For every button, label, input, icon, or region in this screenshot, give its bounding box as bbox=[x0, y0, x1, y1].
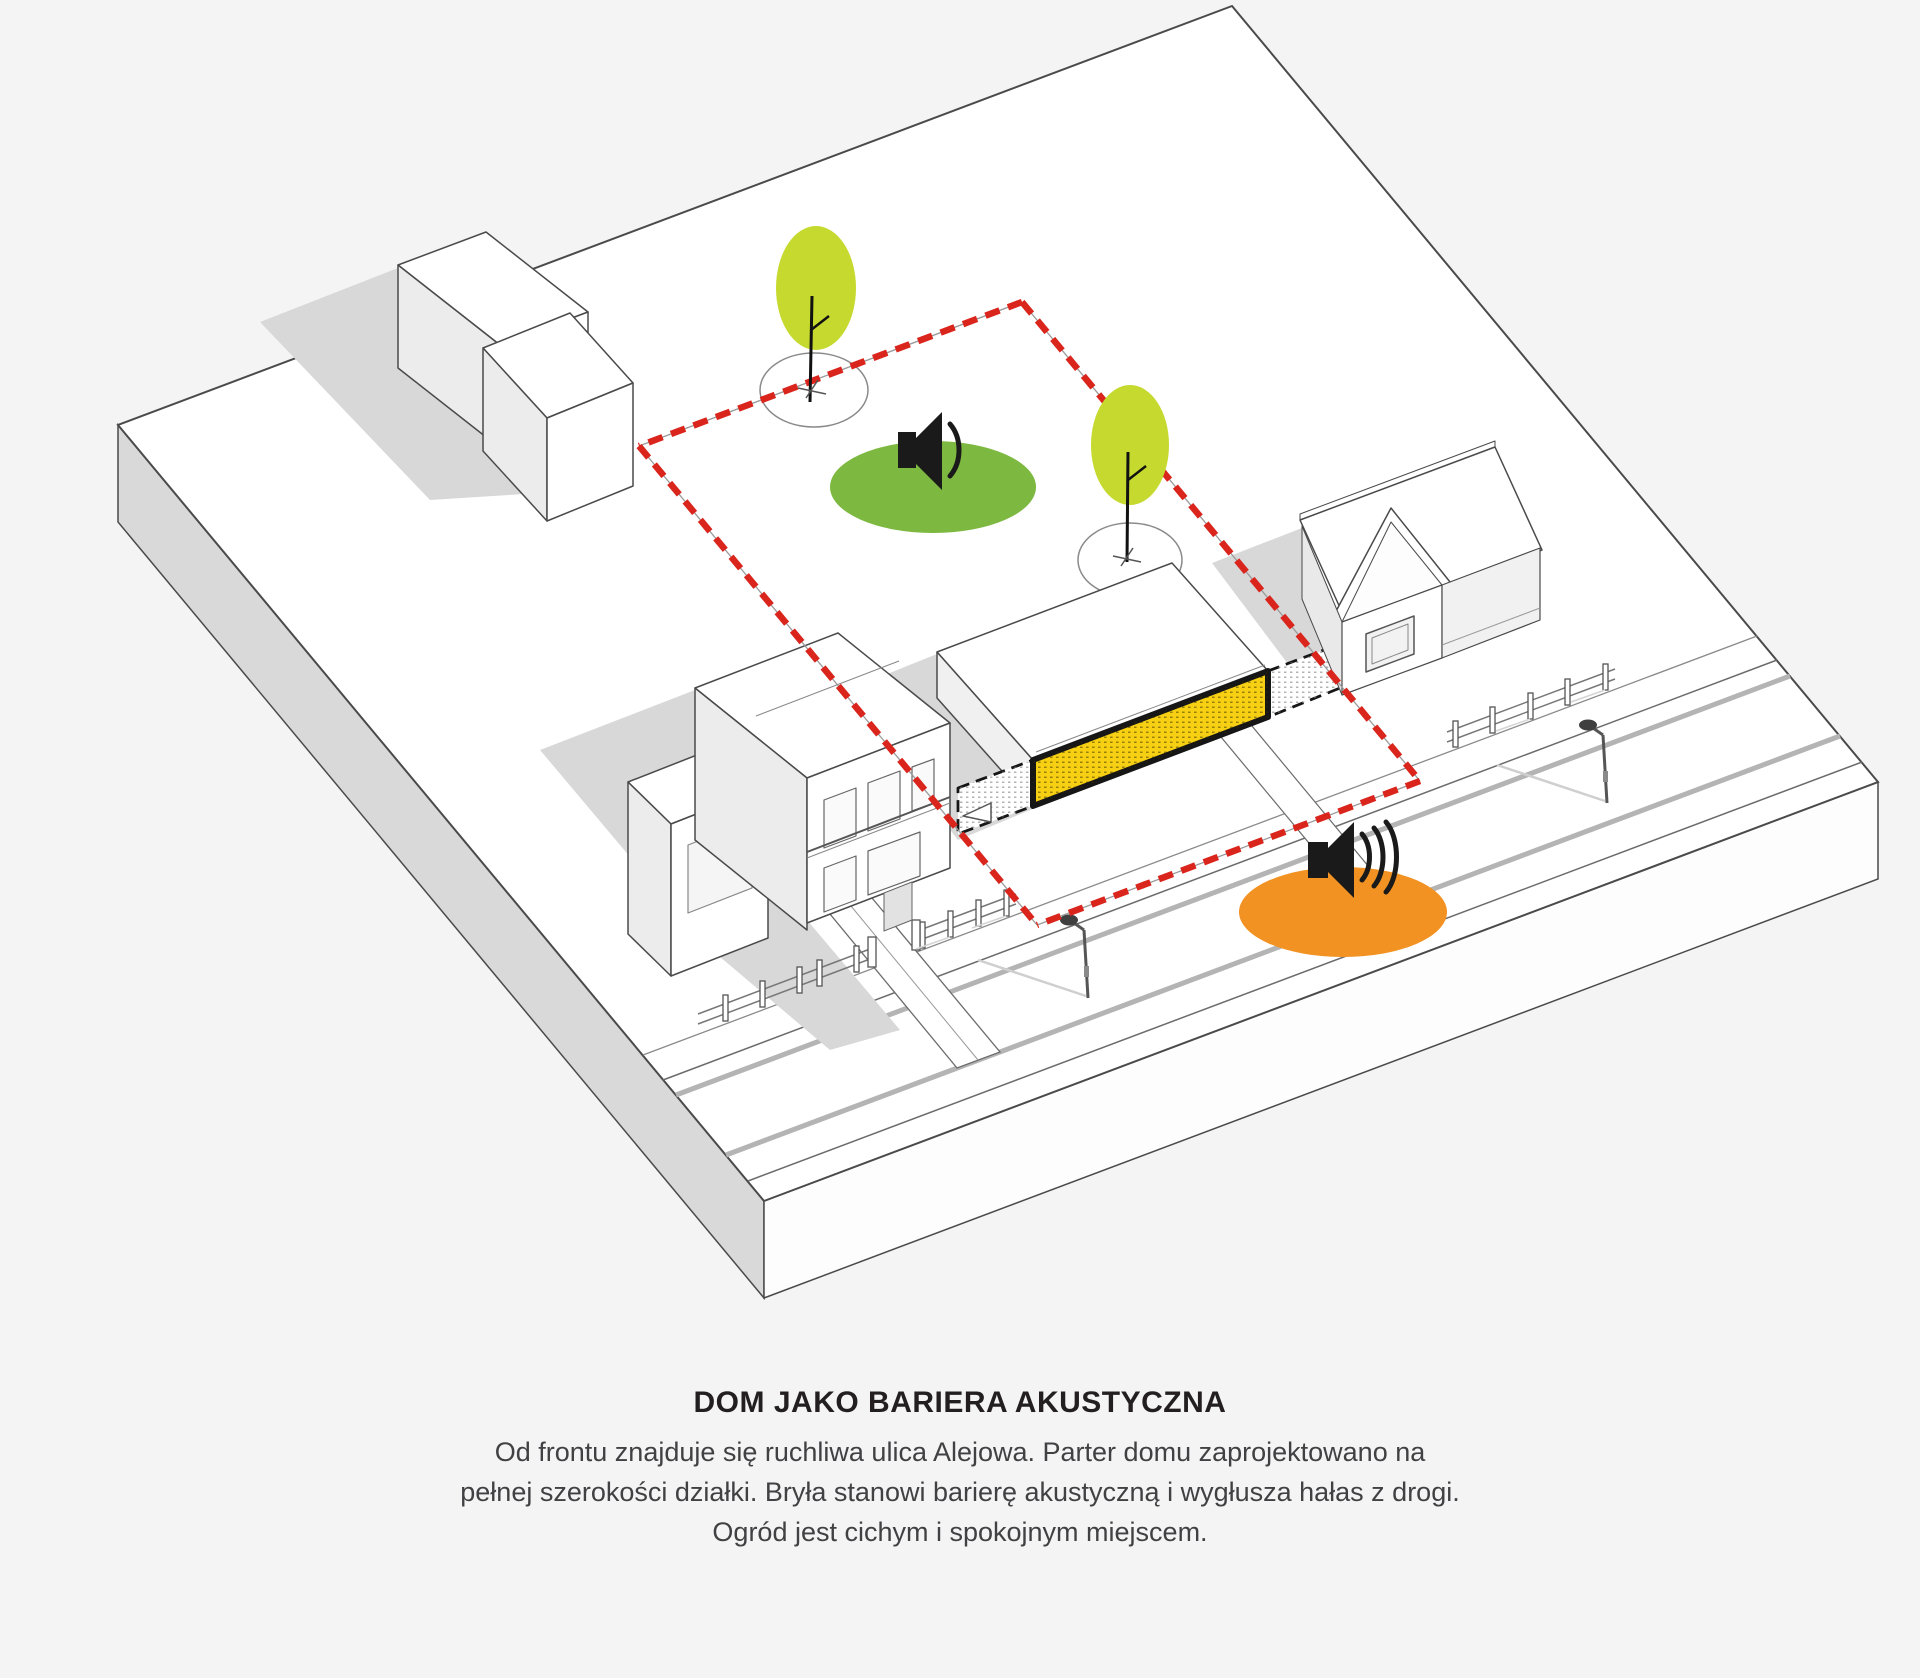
central-house bbox=[936, 562, 1347, 836]
balcony-slab-lower bbox=[806, 802, 951, 859]
trees bbox=[776, 226, 1169, 567]
lamp-arm bbox=[1592, 726, 1604, 737]
base-mark bbox=[1112, 555, 1142, 563]
lamp-joint bbox=[1603, 771, 1608, 782]
caption-line-2: pełnej szerokości działki. Bryła stanowi… bbox=[460, 1477, 1460, 1507]
plate-top-surface bbox=[116, 4, 1880, 1203]
window-outer bbox=[1365, 615, 1415, 673]
fence-left-section bbox=[697, 889, 1017, 1025]
tree-2-icon bbox=[1091, 385, 1169, 567]
fence-posts bbox=[722, 889, 1010, 1022]
boundary-dashes bbox=[636, 298, 1423, 929]
boundary-edge-back bbox=[637, 298, 1024, 450]
noise-zone bbox=[1239, 819, 1447, 957]
right-neighbor-house bbox=[1299, 440, 1543, 696]
noise-speaker-icon bbox=[1308, 819, 1399, 898]
garage-boxes bbox=[397, 231, 634, 522]
lamp-pole bbox=[1082, 929, 1090, 999]
window-inner bbox=[1371, 623, 1409, 665]
caption-block: DOM JAKO BARIERA AKUSTYCZNA Od frontu zn… bbox=[0, 1386, 1920, 1552]
tree-1-base-circle bbox=[759, 352, 869, 428]
boundary-edge-left bbox=[636, 443, 1040, 928]
tree-branch bbox=[810, 315, 830, 331]
lamp-pole bbox=[1601, 734, 1609, 804]
main-left-wall bbox=[694, 687, 808, 931]
boundary-edge-right bbox=[1019, 299, 1423, 784]
noise-zone-ellipse bbox=[1239, 867, 1447, 957]
sidewalk-edge-near bbox=[747, 761, 1863, 1182]
wall-band-line bbox=[1441, 607, 1541, 646]
street-lamps bbox=[977, 719, 1609, 999]
fence-posts bbox=[1452, 663, 1609, 748]
fence-right-section bbox=[1446, 663, 1616, 748]
lamp-shadow bbox=[1496, 763, 1606, 803]
base-mark bbox=[805, 379, 819, 399]
tree-1-icon bbox=[776, 226, 856, 403]
street-lamp-2 bbox=[1496, 719, 1609, 804]
acoustic-barrier-hatch bbox=[1033, 671, 1268, 806]
quiet-zone-ellipse bbox=[830, 441, 1036, 533]
lamp-head-icon bbox=[1579, 719, 1597, 731]
lamp-shadow bbox=[977, 958, 1087, 998]
balcony-slab bbox=[806, 796, 951, 853]
lamp-head-icon bbox=[1060, 914, 1078, 926]
base-mark bbox=[1120, 547, 1134, 567]
quiet-speaker-icon bbox=[898, 412, 962, 490]
lamp-arm bbox=[1073, 921, 1085, 932]
tree-canopy bbox=[776, 226, 856, 350]
roof-ridge-line bbox=[755, 660, 900, 717]
barrier-extension-right-hatch bbox=[1268, 642, 1345, 717]
right-wall bbox=[1441, 547, 1541, 659]
quiet-zone bbox=[830, 412, 1036, 533]
box2-front-wall bbox=[546, 382, 634, 522]
caption-title: DOM JAKO BARIERA AKUSTYCZNA bbox=[693, 1386, 1227, 1419]
lamp-joint bbox=[1084, 966, 1089, 977]
driveway-seam bbox=[850, 905, 979, 1061]
tree-trunk bbox=[1125, 451, 1130, 563]
fences bbox=[697, 663, 1616, 1025]
property-boundary bbox=[636, 298, 1423, 929]
tree-branch bbox=[1127, 465, 1147, 481]
boundary-edge-front bbox=[1035, 777, 1422, 929]
caption-line-3: Ogród jest cichym i spokojnym miejscem. bbox=[712, 1517, 1208, 1547]
fence-post-shadows bbox=[915, 689, 1606, 950]
caption-line-1: Od frontu znajduje się ruchliwa ulica Al… bbox=[494, 1437, 1426, 1467]
tree-canopy bbox=[1091, 385, 1169, 505]
street-lamp-1 bbox=[977, 914, 1090, 999]
tree-trunk bbox=[808, 295, 814, 403]
roof-eave-line bbox=[1035, 664, 1266, 753]
base-mark bbox=[797, 387, 827, 395]
survey-triangle-mark bbox=[962, 802, 992, 823]
entrance bbox=[883, 881, 913, 932]
windows bbox=[823, 758, 935, 913]
